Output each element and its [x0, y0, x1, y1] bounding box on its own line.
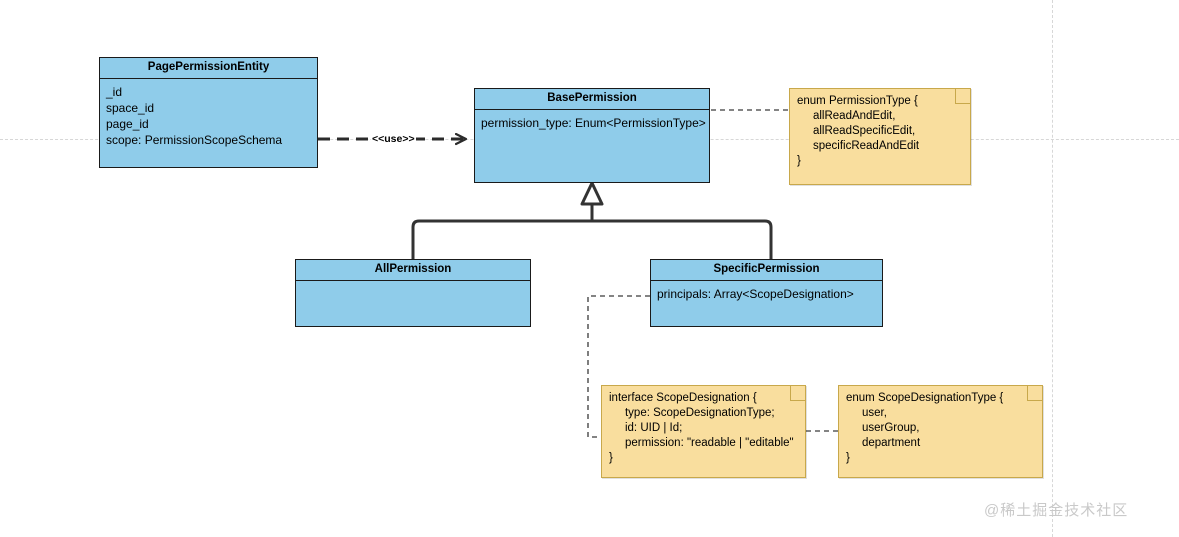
note-body: interface ScopeDesignation { type: Scope…: [609, 392, 794, 464]
watermark: @稀土掘金技术社区: [984, 502, 1129, 519]
link-generalization-tree: [411, 201, 773, 261]
stereotype-use-label: <<use>>: [371, 133, 416, 145]
note-permission-type[interactable]: enum PermissionType { allReadAndEdit, al…: [789, 88, 971, 185]
class-attribute: scope: PermissionScopeSchema: [106, 133, 283, 147]
class-attributes: [296, 281, 530, 290]
class-title: BasePermission: [475, 89, 709, 110]
class-title: PagePermissionEntity: [100, 58, 317, 79]
class-attribute: permission_type: Enum<PermissionType>: [481, 116, 706, 130]
class-page-permission-entity[interactable]: PagePermissionEntity _id space_id page_i…: [99, 57, 318, 168]
class-base-permission[interactable]: BasePermission permission_type: Enum<Per…: [474, 88, 710, 183]
class-title: AllPermission: [296, 260, 530, 281]
class-attribute: space_id: [106, 101, 155, 115]
note-scope-designation[interactable]: interface ScopeDesignation { type: Scope…: [601, 385, 806, 478]
class-attribute: _id: [106, 85, 123, 99]
note-body: enum ScopeDesignationType { user, userGr…: [846, 392, 1004, 464]
class-all-permission[interactable]: AllPermission: [295, 259, 531, 327]
page-guide-vertical: [1052, 0, 1053, 537]
note-body: enum PermissionType { allReadAndEdit, al…: [797, 95, 920, 167]
class-attributes: principals: Array<ScopeDesignation>: [651, 281, 882, 306]
class-attributes: permission_type: Enum<PermissionType>: [475, 110, 709, 135]
class-specific-permission[interactable]: SpecificPermission principals: Array<Sco…: [650, 259, 883, 327]
class-attribute: page_id: [106, 117, 149, 131]
class-attribute: principals: Array<ScopeDesignation>: [657, 287, 854, 301]
class-attributes: _id space_id page_id scope: PermissionSc…: [100, 79, 317, 152]
class-title: SpecificPermission: [651, 260, 882, 281]
note-scope-designation-type[interactable]: enum ScopeDesignationType { user, userGr…: [838, 385, 1043, 478]
generalization-triangle-icon: [580, 181, 604, 206]
